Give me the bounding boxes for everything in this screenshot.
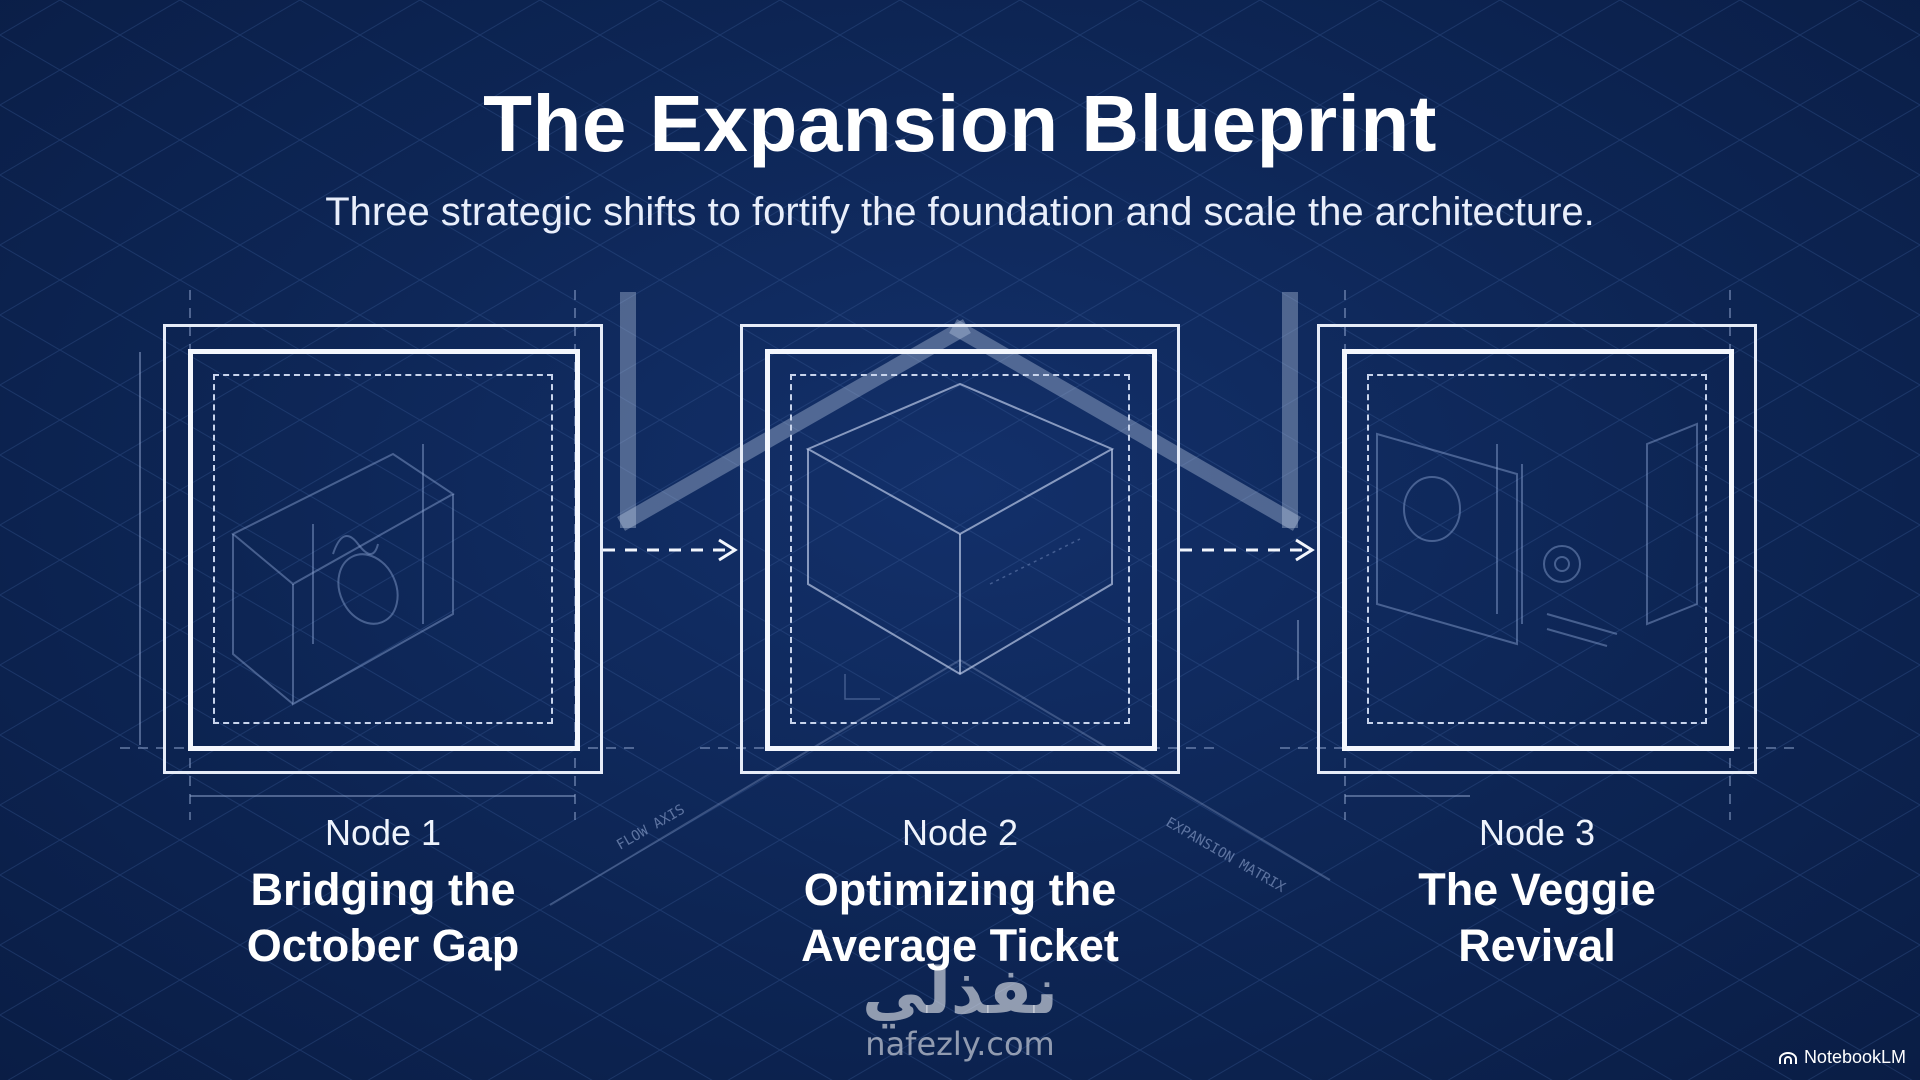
brand-label: NotebookLM [1803, 1047, 1906, 1067]
node-2-label: Node 2 [901, 812, 1019, 853]
notebooklm-logo-icon [1778, 1051, 1797, 1064]
storefront-sketch-icon [231, 444, 455, 706]
node-2-dashed-border [790, 374, 1130, 724]
node-2-outer-border [740, 324, 1180, 774]
node-1-title-line-1: Bridging the [250, 864, 516, 915]
arrow-node-2-to-node-3 [1180, 538, 1315, 562]
signage-sketch-icon [1376, 422, 1698, 647]
node-3-outer-border [1317, 324, 1757, 774]
node-1-title: Bridging the October Gap [163, 862, 603, 974]
watermark-arabic: نفذلي [862, 955, 1058, 1029]
node-3-inner-border [1342, 349, 1734, 751]
notebooklm-brand: NotebookLM [1778, 1047, 1906, 1068]
node-2-title-line-2: Average Ticket [801, 920, 1119, 971]
node-3-title-line-2: Revival [1458, 920, 1616, 971]
node-1-dashed-border [213, 374, 553, 724]
node-2-title: Optimizing the Average Ticket [740, 862, 1180, 974]
node-3-title-line-1: The Veggie [1418, 864, 1656, 915]
page-title: The Expansion Blueprint [483, 79, 1437, 168]
node-3-dashed-border [1367, 374, 1707, 724]
arrow-node-1-to-node-2 [603, 538, 738, 562]
node-3-label: Node 3 [1478, 812, 1596, 853]
node-2-inner-border [765, 349, 1157, 751]
watermark: نفذلي nafezly.com [810, 960, 1110, 1064]
isometric-box-icon [805, 382, 1115, 700]
node-2-frame [740, 324, 1180, 774]
node-1-frame [163, 324, 603, 774]
node-1-outer-border [163, 324, 603, 774]
node-3-title: The Veggie Revival [1317, 862, 1757, 974]
page-subtitle: Three strategic shifts to fortify the fo… [325, 190, 1595, 234]
node-1-title-line-2: October Gap [246, 920, 520, 971]
node-1-inner-border [188, 349, 580, 751]
node-2-title-line-1: Optimizing the [803, 864, 1117, 915]
node-3-frame [1317, 324, 1757, 774]
node-1-label: Node 1 [324, 812, 442, 853]
watermark-url: nafezly.com [865, 1025, 1055, 1063]
